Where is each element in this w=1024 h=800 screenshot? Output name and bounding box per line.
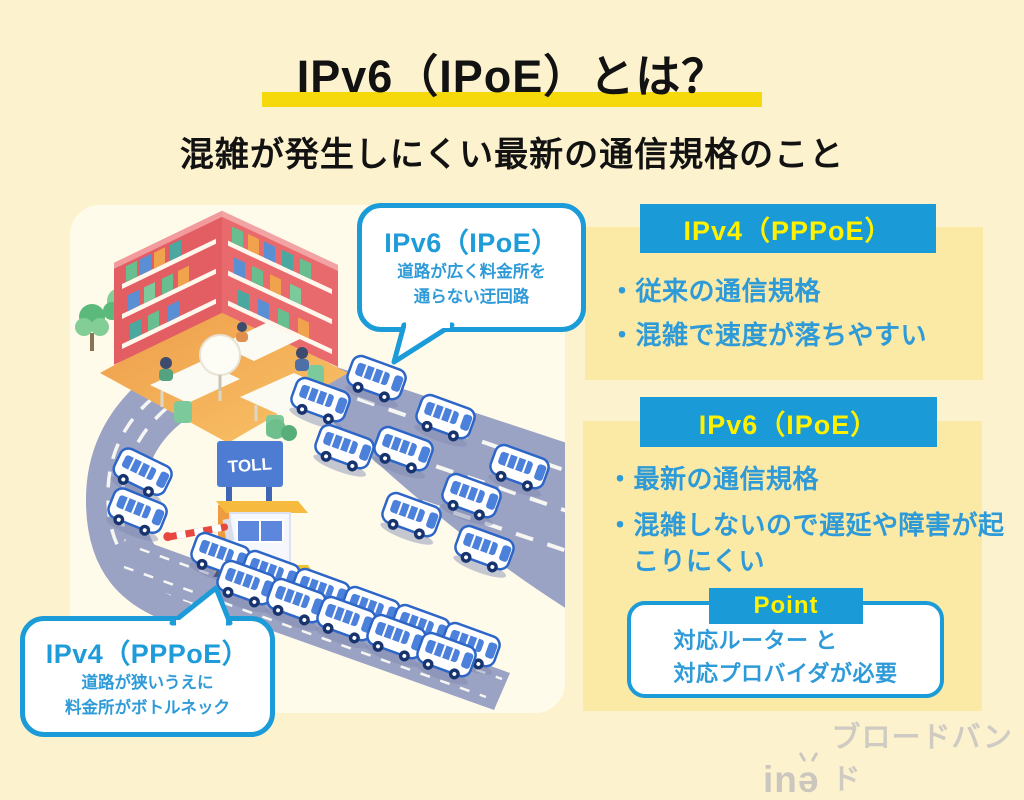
panel-ipv4-bullet-2: ・混雑で速度が落ちやすい: [609, 320, 928, 350]
page-subtitle: 混雑が発生しにくい最新の通信規格のこと: [179, 136, 845, 174]
road-illustration: TOLL: [75, 210, 565, 710]
header: IPv6（IPoE）とは？ 混雑が発生しにくい最新の通信規格のこと: [0, 0, 1024, 176]
point-line-2: 対応プロバイダが必要: [673, 660, 898, 686]
bubble-ipv4-title: IPv4（PPPoE）: [45, 639, 250, 669]
logo-in: in: [763, 759, 798, 800]
bubble-tail: [391, 320, 455, 365]
panel-ipv6-bullet-1: ・最新の通信規格: [607, 464, 820, 494]
point-tab: Point: [709, 588, 863, 624]
brand-logo-icon: in ǝ: [763, 751, 820, 800]
title-underline: [262, 92, 762, 107]
speech-bubble-ipv6: IPv6（IPoE） 道路が広く料金所を 通らない迂回路: [357, 203, 586, 365]
brand-watermark: in ǝ ブロードバンド: [763, 714, 1024, 798]
toll-sign: TOLL: [217, 441, 283, 487]
bubble-ipv4-line2: 料金所がボトルネック: [65, 698, 230, 717]
logo-e: ǝ: [797, 751, 820, 800]
bubble-tail: [169, 585, 233, 628]
toll-sign-text: TOLL: [227, 454, 272, 476]
panel-ipv6-bullet-2: ・混雑しないので遅延や障害が起こりにくい: [607, 510, 1005, 576]
point-line-1: 対応ルーター と: [673, 627, 838, 653]
office-left-wall: [114, 210, 222, 365]
toll-barrier: [163, 518, 235, 542]
point-text: 対応ルーター と 対応プロバイダが必要: [673, 624, 897, 690]
bubble-ipv6-line2: 通らない迂回路: [413, 287, 530, 306]
bubble-ipv6-title: IPv6（IPoE）: [384, 228, 559, 258]
office-right-wall: [222, 210, 338, 367]
brand-logo-text: ブロードバンド: [831, 722, 1013, 796]
panel-ipv6-header: IPv6（IPoE）: [640, 397, 937, 447]
illustration-card: TOLL: [70, 205, 565, 713]
logo-e-glyph: ǝ: [797, 759, 820, 800]
page-title: IPv6（IPoE）とは？: [296, 51, 728, 102]
title-wrap: IPv6（IPoE）とは？: [262, 40, 762, 107]
speech-bubble-ipv4: IPv4（PPPoE） 道路が狭いうえに 料金所がボトルネック: [20, 585, 275, 737]
panel-ipv4-header: IPv4（PPPoE）: [640, 204, 936, 253]
panel-ipv4-bullet-1: ・従来の通信規格: [609, 276, 822, 306]
bubble-ipv4-line1: 道路が狭いうえに: [81, 674, 214, 692]
bubble-ipv6-line1: 道路が広く料金所を: [397, 263, 546, 281]
